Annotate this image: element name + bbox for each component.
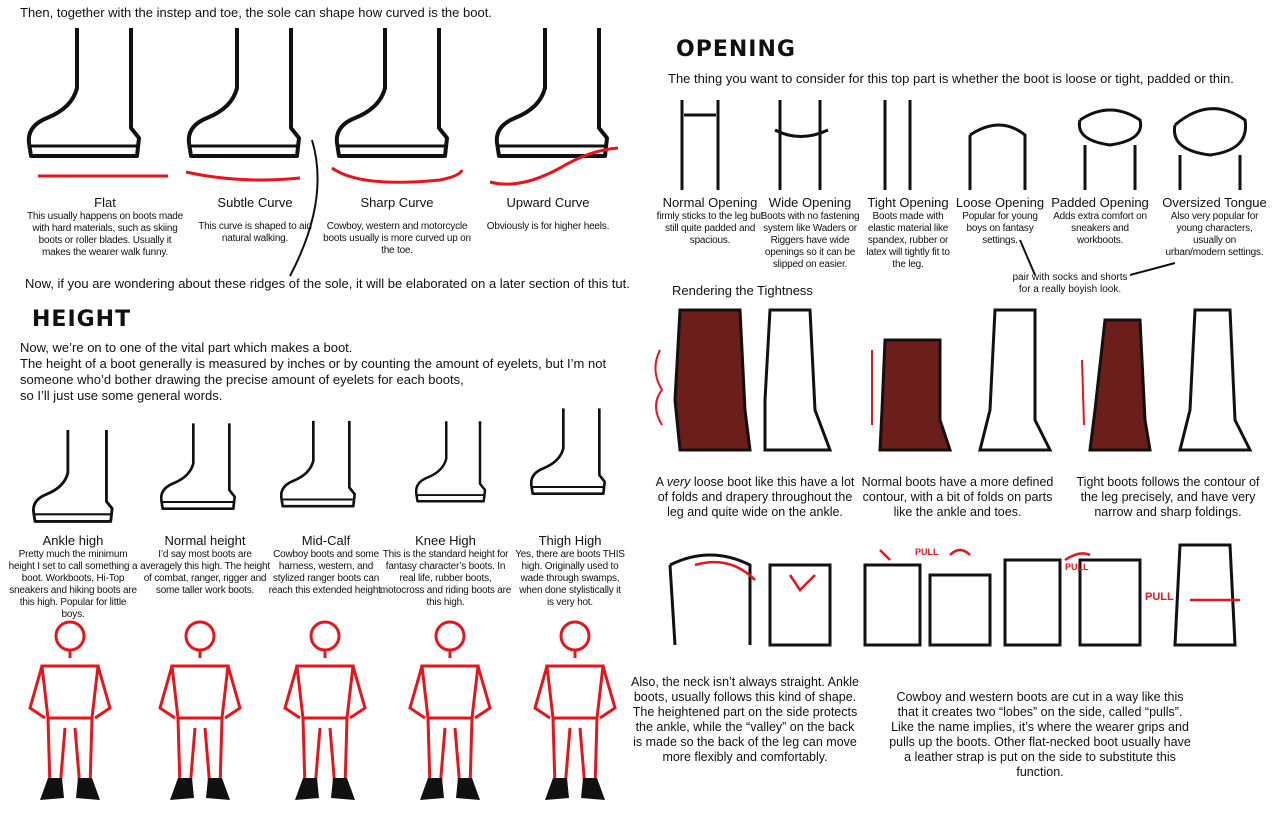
paragraph-line: The height of a boot generally is measur…	[20, 356, 607, 371]
rendering-title: Rendering the Tightness	[672, 283, 813, 298]
caption-title: Tight Opening	[867, 195, 949, 210]
rendering-caption-tight: Tight boots follows the contour of the l…	[1076, 475, 1260, 519]
caption-desc: I’d say most boots are averagely this hi…	[140, 549, 270, 596]
caption-title: Sharp Curve	[360, 195, 434, 210]
sole-note: Now, if you are wondering about these ri…	[25, 276, 630, 291]
pull-label: PULL	[915, 547, 939, 557]
figure-thigh-high	[533, 620, 617, 802]
caption-title: Mid-Calf	[301, 533, 351, 548]
sole-intro: Then, together with the instep and toe, …	[20, 5, 492, 20]
caption-desc: This curve is shaped to aid natural walk…	[198, 221, 312, 244]
caption-desc: Adds extra comfort on sneakers and workb…	[1053, 211, 1147, 246]
caption-title: Subtle Curve	[217, 195, 293, 210]
caption-desc: Cowboy boots and some harness, western, …	[268, 549, 384, 596]
caption-title: Loose Opening	[955, 195, 1045, 210]
figure-mid-calf	[283, 620, 367, 802]
paragraph-line: someone who’d bother drawing the precise…	[20, 372, 464, 387]
opening-illustrations	[680, 100, 1248, 190]
midcalf-boot-illustration	[280, 419, 357, 508]
figure-normal-height	[158, 620, 242, 802]
pull-label: PULL	[1065, 562, 1089, 572]
caption-title: Upward Curve	[506, 195, 590, 210]
pull-label: PULL	[1145, 591, 1174, 603]
opening-heading: OPENING	[676, 37, 796, 62]
caption-title: Flat	[94, 195, 116, 210]
caption-desc: This usually happens on boots made with …	[26, 211, 184, 258]
caption-title: Padded Opening	[1051, 195, 1149, 210]
caption-desc: Pretty much the minimum height I set to …	[8, 549, 138, 620]
caption-title: Ankle high	[42, 533, 104, 548]
caption-desc: Cowboy, western and motorcycle boots usu…	[323, 221, 471, 256]
caption-title: Oversized Tongue	[1162, 195, 1267, 210]
caption-desc: Boots made with elastic material like sp…	[866, 211, 950, 270]
caption-desc: Popular for young boys on fantasy settin…	[962, 211, 1038, 246]
rendering-tightness-illustrations	[654, 308, 1253, 452]
caption-title: Wide Opening	[768, 195, 852, 210]
pulls-caption: Cowboy and western boots are cut in a wa…	[889, 690, 1191, 779]
pair-note: pair with socks and shorts for a really …	[1012, 272, 1128, 295]
sole-curve-lines	[38, 139, 619, 277]
opening-intro: The thing you want to consider for this …	[668, 71, 1234, 86]
caption-desc: Boots with no fastening system like Wade…	[760, 211, 860, 270]
figure-knee-high	[408, 620, 492, 802]
rendering-caption-normal: Normal boots have a more defined contour…	[861, 475, 1054, 519]
caption-title: Normal height	[164, 533, 246, 548]
caption-title: Normal Opening	[662, 195, 758, 210]
height-paragraph: Now, we’re on to one of the vital part w…	[20, 340, 606, 404]
caption-title: Thigh High	[538, 533, 602, 548]
normal-boot-illustration	[160, 421, 237, 511]
ankle-boot-illustration	[31, 430, 114, 523]
neck-and-pulls-illustrations: PULL PULL PULL	[668, 543, 1240, 647]
paragraph-line: so I’ll just use some general words.	[20, 388, 223, 403]
caption-title: Knee High	[415, 533, 476, 548]
caption-desc: Obviously is for higher heels.	[486, 221, 610, 232]
caption-desc: This is the standard height for fantasy …	[379, 549, 512, 608]
caption-text: A	[655, 475, 667, 489]
height-heading: HEIGHT	[32, 307, 132, 332]
rendering-caption-loose: A very loose boot like this have a lot o…	[655, 475, 855, 520]
pair-note-pointer-lines	[1019, 239, 1176, 276]
caption-emphasis: very	[666, 475, 691, 489]
caption-text: loose boot like this have a lot of folds…	[657, 475, 855, 519]
figure-ankle-high	[28, 620, 112, 802]
caption-desc: Also very popular for young characters, …	[1165, 211, 1264, 258]
caption-desc: Yes, there are boots THIS high. Original…	[515, 549, 625, 608]
thigh-boot-illustration	[530, 380, 610, 530]
knee-boot-illustration	[415, 419, 487, 504]
paragraph-line: Now, we’re on to one of the vital part w…	[20, 340, 353, 355]
neck-caption: Also, the neck isn’t always straight. An…	[631, 675, 859, 764]
caption-desc: firmly sticks to the leg but still quite…	[656, 211, 764, 246]
